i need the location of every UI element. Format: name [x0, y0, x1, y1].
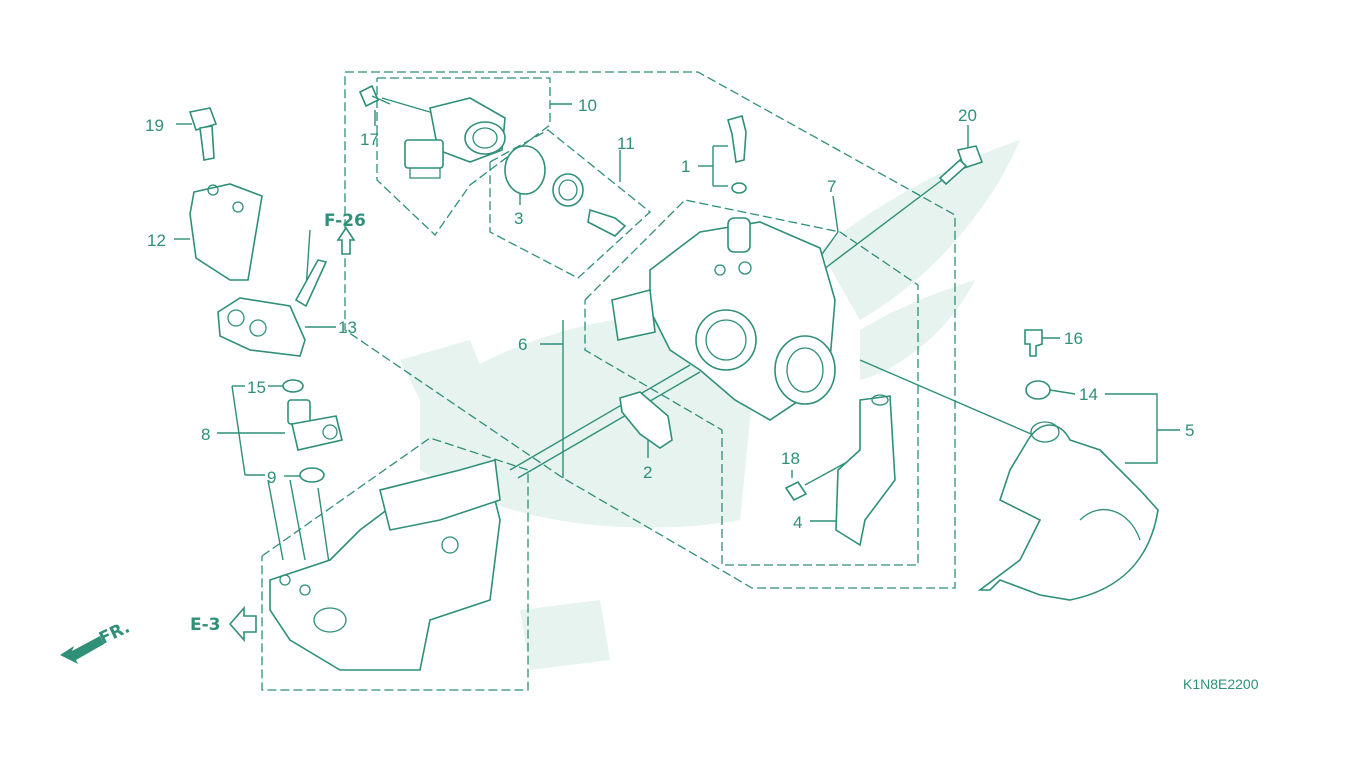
callout-17: 17 — [360, 130, 379, 149]
callout-2: 2 — [643, 463, 652, 482]
watermark — [400, 140, 1020, 670]
callout-6: 6 — [518, 335, 527, 354]
assembly-outlines — [261, 71, 956, 691]
callout-5: 5 — [1185, 421, 1194, 440]
seal-part-9 — [299, 467, 325, 483]
throttle-body-part-7 — [611, 217, 836, 421]
callout-20: 20 — [958, 106, 977, 125]
bolt-part-16 — [1024, 329, 1043, 357]
callout-16: 16 — [1064, 329, 1083, 348]
spring-part-11 — [552, 173, 627, 237]
callout-15: 15 — [247, 378, 266, 397]
ref-label-f26: F-26 — [324, 211, 366, 231]
gasket-part-2 — [619, 391, 673, 449]
seal-part-15 — [282, 379, 304, 393]
clip-part-12 — [189, 183, 263, 281]
bolt-part-19 — [188, 107, 218, 161]
callout-19: 19 — [145, 116, 164, 135]
callout-11: 11 — [617, 134, 635, 153]
screw-part-17 — [358, 84, 391, 108]
o-ring-part-3 — [504, 145, 546, 195]
injector-part-8 — [287, 399, 343, 451]
callout-14: 14 — [1079, 385, 1098, 404]
callout-4: 4 — [793, 513, 802, 532]
ref-arrow-e3 — [228, 605, 257, 643]
front-direction-label: FR. — [96, 617, 133, 648]
callout-18: 18 — [781, 449, 800, 468]
callout-13: 13 — [338, 318, 357, 337]
callout-3: 3 — [514, 209, 523, 228]
callout-7: 7 — [827, 177, 836, 196]
callout-12: 12 — [147, 231, 166, 250]
callout-9: 9 — [267, 468, 276, 487]
washer-part-14 — [1025, 380, 1051, 400]
bracket-part-4 — [835, 394, 896, 547]
bolt-part-1 — [727, 115, 747, 194]
joint-part-13 — [217, 259, 328, 357]
callout-8: 8 — [201, 425, 210, 444]
callout-10: 10 — [578, 96, 597, 115]
ref-arrow-f26 — [336, 226, 356, 255]
sensor-part-10 — [404, 97, 506, 179]
cover-part-5 — [977, 421, 1159, 601]
front-direction-icon — [60, 636, 104, 664]
bolt-part-20 — [938, 145, 984, 186]
diagram-code: K1N8E2200 — [1183, 676, 1259, 692]
intake-manifold — [269, 458, 501, 671]
ref-label-e3: E-3 — [190, 615, 221, 635]
callout-labels: 1 2 3 4 5 6 7 8 9 10 11 12 13 14 15 16 1… — [145, 96, 1194, 532]
callout-1: 1 — [681, 157, 690, 176]
screw-part-18 — [784, 480, 808, 502]
